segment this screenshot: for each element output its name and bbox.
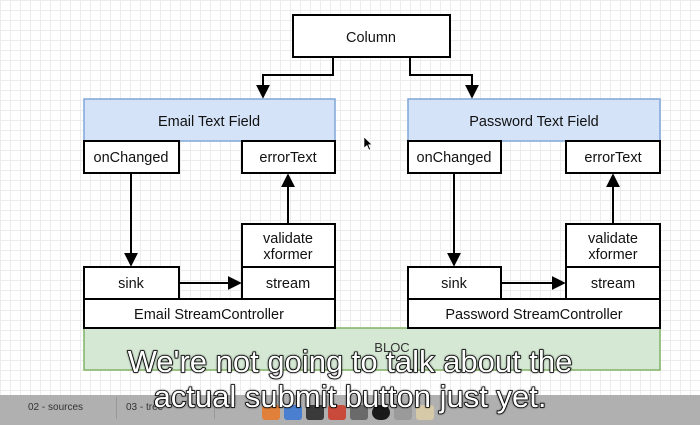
column-to-email-arrow bbox=[256, 57, 334, 99]
password-text-field-label: Password Text Field bbox=[469, 114, 598, 130]
taskbar-tab-sources-label: 02 - sources bbox=[28, 402, 84, 413]
password-errortext-label: errorText bbox=[584, 150, 641, 166]
taskbar-tab-tree-label: 03 - tree bbox=[126, 402, 164, 413]
dock-app-icon[interactable] bbox=[328, 405, 346, 420]
email-sink-box bbox=[83, 266, 180, 300]
password-streamcontroller-label: Password StreamController bbox=[445, 307, 622, 323]
subtitle-line-1: We're not going to talk about the bbox=[127, 344, 573, 380]
bloc-label: BLOC bbox=[374, 340, 409, 355]
password-stream-box bbox=[565, 266, 661, 300]
taskbar-tab-sources[interactable]: 02 - sources bbox=[0, 397, 117, 419]
dock-app-icon[interactable] bbox=[372, 405, 390, 420]
dock-app-icon[interactable] bbox=[262, 405, 280, 420]
email-streamcontroller-box bbox=[83, 298, 336, 329]
dock-app-icon[interactable] bbox=[306, 405, 324, 420]
taskbar-tab-tree[interactable]: 03 - tree bbox=[118, 397, 215, 419]
email-text-field-label: Email Text Field bbox=[158, 114, 260, 130]
password-streamcontroller-box bbox=[407, 298, 661, 329]
taskbar: 02 - sources 03 - tree bbox=[0, 395, 700, 425]
email-streamcontroller-label: Email StreamController bbox=[134, 307, 284, 323]
email-text-field-box bbox=[83, 98, 336, 142]
password-errortext-box bbox=[565, 140, 661, 174]
email-errortext-label: errorText bbox=[259, 150, 316, 166]
subtitle-line-2: actual submit button just yet. bbox=[153, 379, 547, 415]
email-stream-box bbox=[241, 266, 336, 300]
password-xformer-label: xformer bbox=[588, 247, 637, 263]
password-stream-label: stream bbox=[591, 276, 635, 292]
password-validate-label: validate bbox=[588, 231, 638, 247]
email-validate-label: validate bbox=[263, 231, 313, 247]
dock-app-icon[interactable] bbox=[394, 405, 412, 420]
email-stream-label: stream bbox=[266, 276, 310, 292]
column-box bbox=[292, 14, 451, 58]
email-validate-box bbox=[241, 223, 336, 268]
column-to-password-arrow bbox=[409, 57, 479, 99]
dock-app-icon[interactable] bbox=[350, 405, 368, 420]
mouse-cursor-icon bbox=[363, 136, 373, 151]
email-onchanged-label: onChanged bbox=[94, 150, 169, 166]
email-sink-label: sink bbox=[118, 276, 145, 292]
password-text-field-box bbox=[407, 98, 661, 142]
email-errortext-box bbox=[241, 140, 336, 174]
bloc-box bbox=[83, 327, 661, 371]
password-sink-box bbox=[407, 266, 502, 300]
dock-app-icon[interactable] bbox=[284, 405, 302, 420]
password-sink-label: sink bbox=[441, 276, 468, 292]
dock-app-icon[interactable] bbox=[416, 405, 434, 420]
email-xformer-label: xformer bbox=[263, 247, 312, 263]
password-onchanged-label: onChanged bbox=[417, 150, 492, 166]
column-label: Column bbox=[346, 30, 396, 46]
